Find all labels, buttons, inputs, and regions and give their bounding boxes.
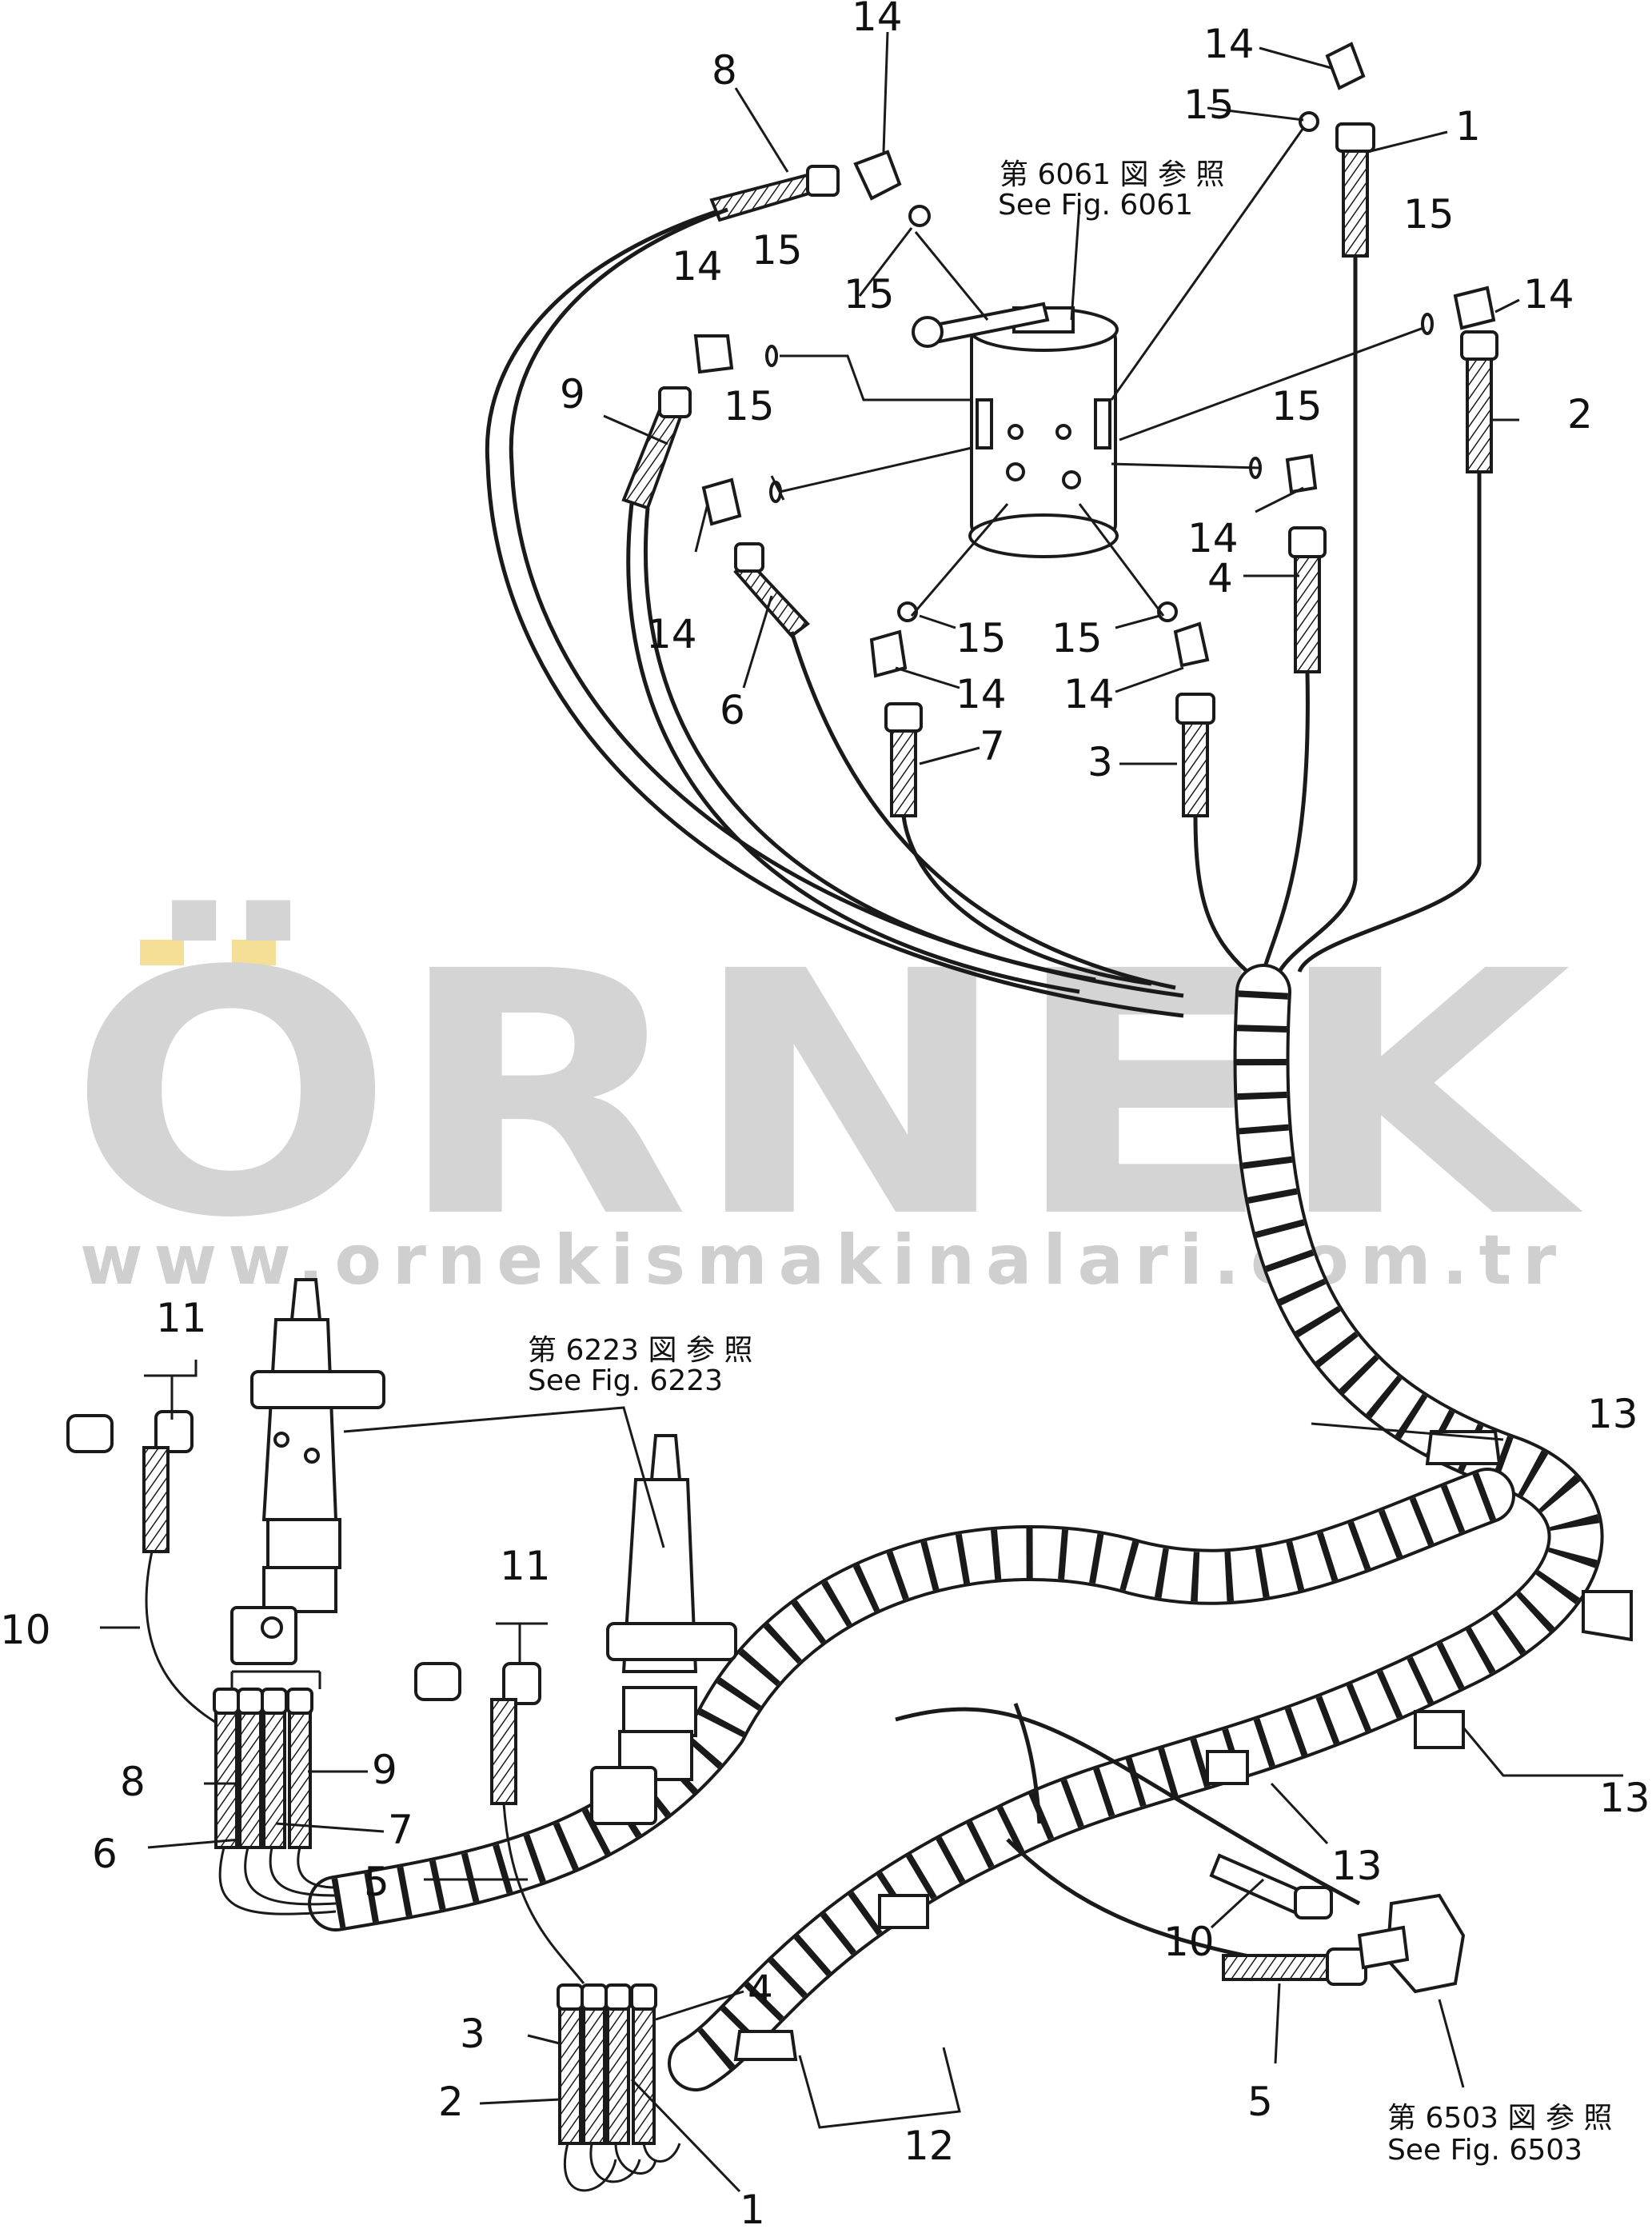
callout-15: 15 xyxy=(1183,82,1235,128)
hose-bundle xyxy=(308,964,1604,2091)
umlaut-dot-right xyxy=(232,940,276,965)
callout-14: 14 xyxy=(852,0,903,40)
fig-6061-ref: 第 6061 図 参 照 See Fig. 6061 xyxy=(998,158,1224,222)
swivel-joint xyxy=(912,302,1119,558)
ref-6223-en: See Fig. 6223 xyxy=(528,1364,723,1397)
callout-14: 14 xyxy=(1523,271,1574,318)
watermark-brand: ÖRNEK xyxy=(68,897,1586,1292)
clamps xyxy=(733,1430,1633,2129)
callout-14: 14 xyxy=(1063,671,1115,717)
callout-3: 3 xyxy=(1087,739,1113,785)
ref-6061-en: See Fig. 6061 xyxy=(998,189,1193,222)
callout-11: 11 xyxy=(156,1295,207,1341)
callout-15: 15 xyxy=(1403,191,1454,238)
callout-15: 15 xyxy=(1271,383,1323,429)
callout-14: 14 xyxy=(1203,21,1255,67)
callout-1: 1 xyxy=(1455,103,1481,150)
callout-9: 9 xyxy=(372,1747,397,1793)
fig-6223-ref: 第 6223 図 参 照 See Fig. 6223 xyxy=(528,1334,752,1397)
callout-1: 1 xyxy=(740,2187,765,2233)
callout-15: 15 xyxy=(752,227,803,274)
callout-12: 12 xyxy=(904,2123,955,2169)
callout-11: 11 xyxy=(500,1543,551,1589)
callout-15: 15 xyxy=(724,383,775,429)
callout-14: 14 xyxy=(1187,515,1239,561)
callout-3: 3 xyxy=(460,2011,485,2057)
ref-6061-jp: 第 6061 図 参 照 xyxy=(1000,158,1224,191)
manifold-left xyxy=(213,1606,337,1915)
callout-13: 13 xyxy=(1599,1775,1650,1821)
callout-6: 6 xyxy=(720,687,745,733)
callout-4: 4 xyxy=(1207,555,1233,601)
callout-9: 9 xyxy=(560,371,585,417)
upper-leaders xyxy=(603,31,1520,765)
callout-10: 10 xyxy=(1163,1919,1215,1965)
lower-leaders xyxy=(147,1422,1504,2193)
callout-7: 7 xyxy=(388,1807,413,1853)
callout-14: 14 xyxy=(956,671,1007,717)
callout-15: 15 xyxy=(1051,615,1103,661)
callout-14: 14 xyxy=(646,611,697,657)
callout-15: 15 xyxy=(844,271,895,318)
callout-10: 10 xyxy=(0,1607,51,1653)
fig-6503-ref: 第 6503 図 参 照 See Fig. 6503 xyxy=(1387,2102,1612,2167)
ppc-valve-center xyxy=(606,1434,737,1781)
manifold-center xyxy=(557,1766,681,2192)
callout-6: 6 xyxy=(92,1831,118,1877)
callout-4: 4 xyxy=(748,1967,773,2013)
upper-fittings xyxy=(693,42,1496,678)
umlaut-dot-left xyxy=(140,940,184,965)
callout-14: 14 xyxy=(672,243,723,290)
ref-6223-jp: 第 6223 図 参 照 xyxy=(528,1334,752,1367)
ref-6503-en: See Fig. 6503 xyxy=(1387,2134,1582,2167)
callout-15: 15 xyxy=(956,615,1007,661)
callout-8: 8 xyxy=(120,1759,146,1805)
watermark: ÖRNEK www.ornekismakinalari.com.tr xyxy=(68,897,1586,1300)
upper-hoses xyxy=(485,207,1482,1018)
valve-block xyxy=(1357,1893,1466,2088)
callout-7: 7 xyxy=(980,723,1005,769)
ref-6503-jp: 第 6503 図 参 照 xyxy=(1387,2102,1612,2135)
callout-8: 8 xyxy=(712,47,737,94)
callout-5: 5 xyxy=(364,1859,389,1905)
callout-13: 13 xyxy=(1587,1391,1638,1437)
callout-13: 13 xyxy=(1331,1843,1383,1889)
ppc-valve-left xyxy=(250,1278,385,1613)
callout-2: 2 xyxy=(438,2079,464,2125)
callout-2: 2 xyxy=(1567,391,1593,437)
callout-5: 5 xyxy=(1247,2079,1273,2125)
